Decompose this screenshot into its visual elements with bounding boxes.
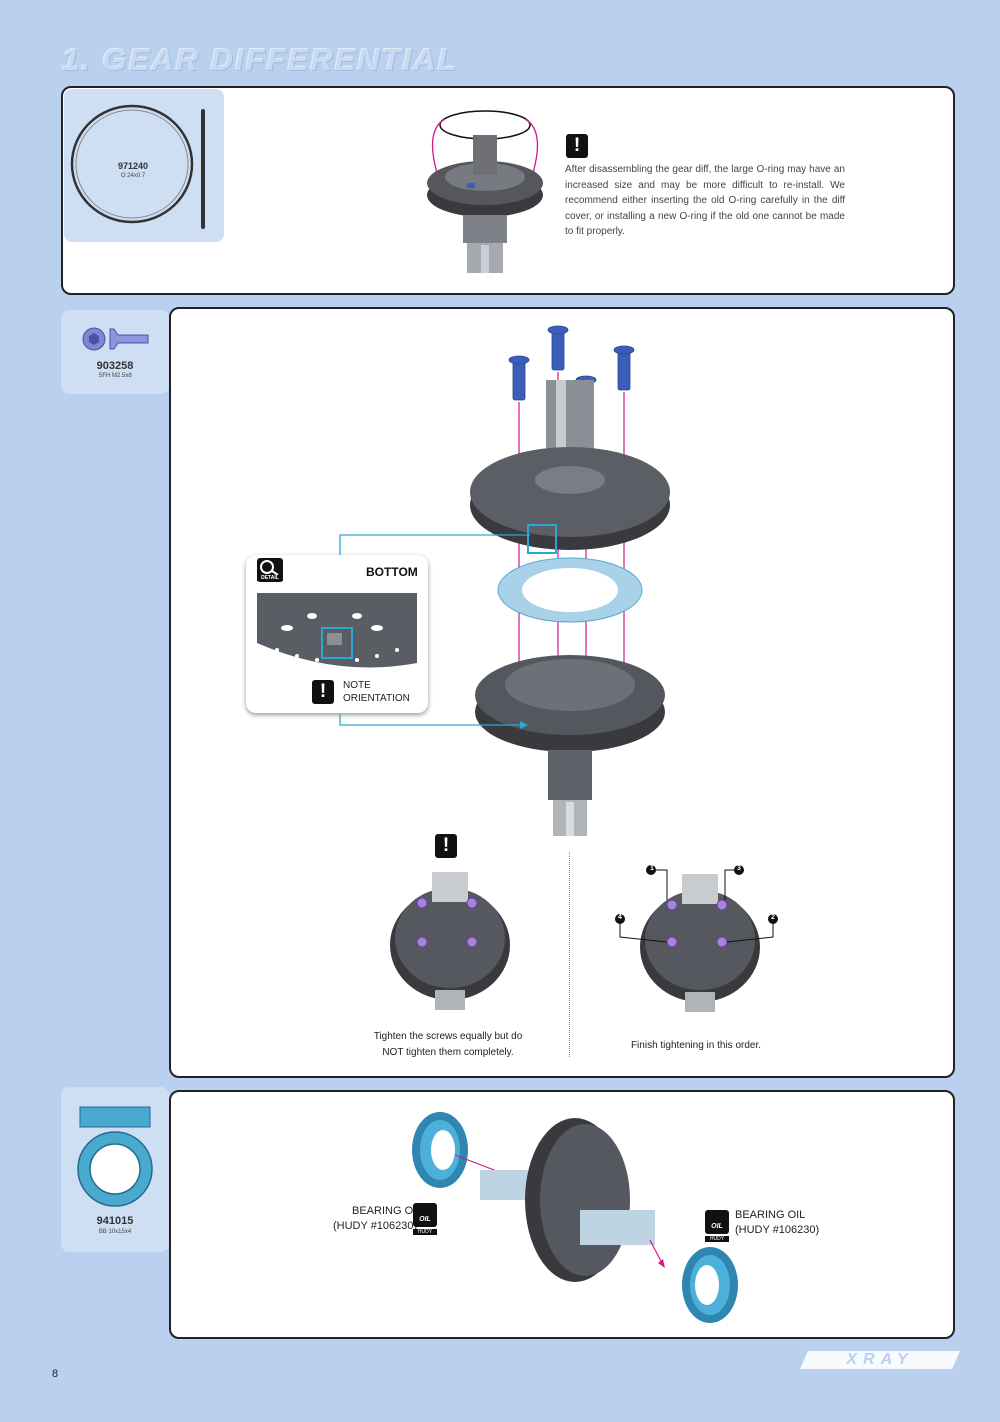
detail-title: BOTTOM	[366, 565, 418, 579]
oil-icon-left	[413, 1203, 437, 1227]
oil-label-right-1: BEARING OIL	[735, 1209, 806, 1221]
caption-tighten-2: NOT tighten them completely.	[382, 1047, 514, 1058]
bearing-part-card: 941015 BB 10x15x4	[61, 1087, 169, 1252]
oil-icon-right	[705, 1210, 729, 1234]
oring-part-card: 971240 O 24x0.7	[64, 89, 224, 242]
warning-icon: !	[566, 134, 588, 158]
order-label-4: 4	[618, 914, 622, 921]
bearing-part-desc: BB 10x15x4	[98, 1229, 132, 1235]
order-label-2: 2	[771, 914, 775, 921]
screw-part-desc: SFH M2.5x8	[98, 373, 132, 379]
screw-part-card: 903258 SFH M2.5x8	[61, 310, 169, 394]
oil-brand-right: HUDY	[705, 1236, 729, 1242]
detail-tag: DETAIL	[257, 575, 283, 581]
diff-tighten-order	[615, 865, 778, 1012]
oil-brand-left: HUDY	[413, 1229, 437, 1235]
oil-label-left-2: (HUDY #106230)	[333, 1220, 418, 1232]
warning-icon-tighten	[435, 834, 457, 858]
brand-logo-text: XRAY	[846, 1351, 914, 1368]
screw-icon	[82, 327, 149, 351]
note-line1: NOTE	[343, 680, 371, 691]
page-number: 8	[52, 1368, 59, 1380]
brand-logo: XRAY	[800, 1351, 960, 1376]
order-label-1: 1	[650, 865, 654, 872]
oring-part-desc: O 24x0.7	[120, 173, 146, 179]
oring-note: After disassembling the gear diff, the l…	[565, 164, 845, 237]
note-line2: ORIENTATION	[343, 693, 410, 704]
oil-badge-left: OIL	[419, 1216, 431, 1223]
warning-mark: !	[442, 835, 450, 856]
diff-oring-illustration	[427, 110, 543, 273]
oring-icon	[70, 104, 205, 229]
bearing-icon	[77, 1106, 153, 1207]
screw-part-code: 903258	[96, 360, 134, 372]
warning-icon-detail: !	[312, 680, 334, 704]
exploded-diff-illustration	[470, 325, 670, 836]
oil-label-right-2: (HUDY #106230)	[735, 1224, 820, 1236]
bearing-install-illustration	[412, 1112, 738, 1323]
diff-tighten-equal	[390, 872, 510, 1010]
caption-tighten-1: Tighten the screws equally but do	[373, 1031, 523, 1042]
page-title: 1. GEAR DIFFERENTIAL	[62, 42, 459, 77]
separator	[569, 852, 570, 1057]
detail-closeup	[257, 593, 417, 668]
oring-part-code: 971240	[117, 161, 149, 171]
caption-order: Finish tightening in this order.	[630, 1040, 762, 1051]
order-label-3: 3	[737, 865, 741, 872]
bearing-part-code: 941015	[96, 1215, 134, 1227]
oil-label-left-1: BEARING OIL	[352, 1205, 423, 1217]
oil-badge-right: OIL	[711, 1223, 723, 1230]
